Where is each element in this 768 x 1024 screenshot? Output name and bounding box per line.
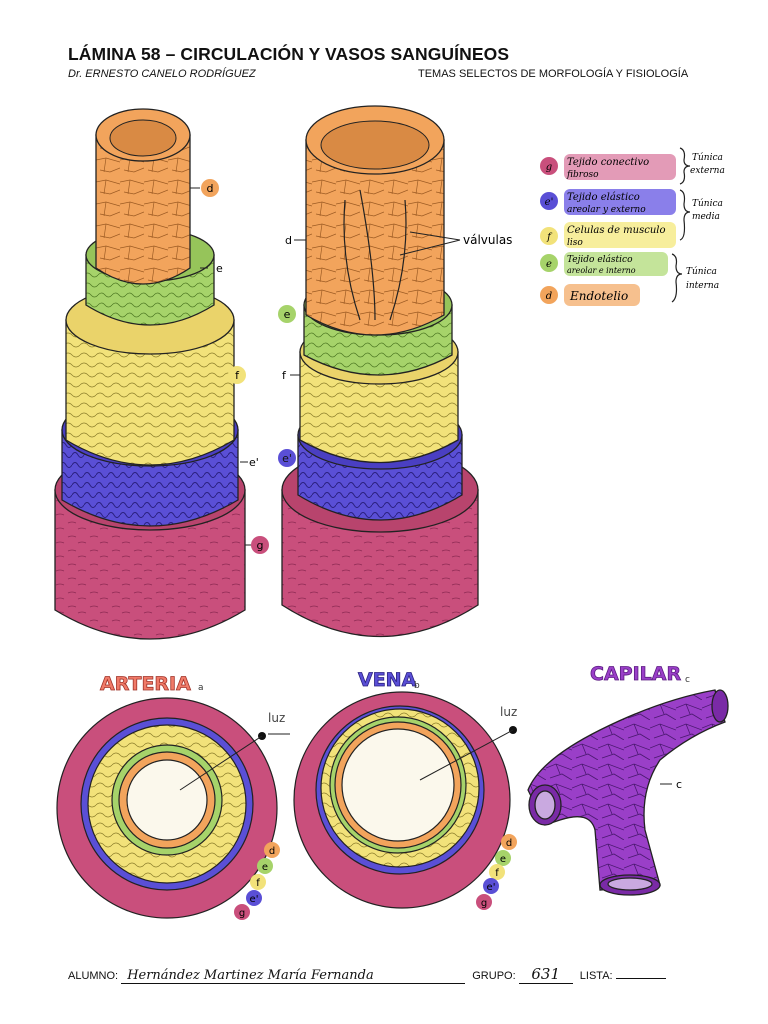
artery-cs-labels: luz d e f e' g xyxy=(179,711,290,920)
label-d-vein-cs: d xyxy=(506,838,512,849)
legend-text-e-2: areolar e interno xyxy=(567,266,636,275)
label-luz-artery: luz xyxy=(268,711,285,725)
label-luz-vein: luz xyxy=(500,705,517,719)
tunica-media-1: Túnica xyxy=(692,198,723,209)
label-e-artery-cs: e xyxy=(262,862,268,873)
tunica-externa-1: Túnica xyxy=(692,152,723,163)
label-g-artery: g xyxy=(257,539,264,552)
artery-cross-section xyxy=(56,697,278,919)
vein-layer-d xyxy=(305,139,445,336)
legend-key-g: g xyxy=(546,162,552,173)
vein-cross-section xyxy=(293,691,511,909)
legend-text-d-1: Endotelio xyxy=(569,289,628,303)
legend-text-f-1: Celulas de musculo xyxy=(567,225,666,236)
vein-cs-labels: luz d e f e' g xyxy=(419,705,517,910)
artery-longitudinal xyxy=(54,108,246,640)
artery-layer-f xyxy=(65,319,235,466)
legend-text-e-1: Tejido elástico xyxy=(567,254,633,265)
label-e-vein-cs: e xyxy=(500,854,506,865)
tunica-interna-1: Túnica xyxy=(686,266,717,277)
artery-lumen-top xyxy=(109,119,177,157)
label-c: c xyxy=(676,778,682,791)
page-title: LÁMINA 58 – CIRCULACIÓN Y VASOS SANGUÍNE… xyxy=(68,44,510,64)
capillary-label: c xyxy=(660,778,682,791)
artery-labels: d e f e' g xyxy=(190,179,269,554)
label-e-prime-vein-cs: e' xyxy=(487,882,496,893)
title-capilar: CAPILAR xyxy=(590,663,681,685)
label-d-artery: d xyxy=(207,182,214,195)
alumno-label: ALUMNO: xyxy=(68,970,119,982)
tunica-interna-2: interna xyxy=(686,281,719,291)
capillary xyxy=(527,689,729,896)
grupo-field[interactable]: 631 xyxy=(518,965,573,984)
legend-text-f-2: liso xyxy=(567,238,583,248)
legend-item-e: e Tejido elástico areolar e interno xyxy=(540,252,668,276)
label-f-vein: f xyxy=(282,369,287,382)
section-titles: ARTERIA a VENA b CAPILAR c xyxy=(100,663,690,696)
capillary-opening-left-inner xyxy=(534,790,556,820)
capillary-opening-bottom-inner xyxy=(607,877,653,891)
artery-cs-lumen xyxy=(126,759,208,841)
label-f-artery-cs: f xyxy=(256,878,260,889)
artery-layer-g xyxy=(54,489,246,640)
tunica-media-2: media xyxy=(692,212,720,222)
lista-field[interactable] xyxy=(615,978,666,979)
label-d-vein: d xyxy=(285,234,292,247)
legend-key-e: e xyxy=(546,259,552,270)
capillary-tube xyxy=(527,689,726,891)
capillary-opening-right xyxy=(711,689,729,723)
course-name: TEMAS SELECTOS DE MORFOLOGÍA Y FISIOLOGÍ… xyxy=(418,68,689,80)
vein-longitudinal xyxy=(281,105,479,638)
label-f-vein-cs: f xyxy=(495,868,499,879)
grupo-label: GRUPO: xyxy=(472,970,516,982)
legend-key-e-prime: e' xyxy=(545,197,554,208)
label-e-vein: e xyxy=(284,308,291,321)
legend: g Tejido conectivo fibroso e' Tejido elá… xyxy=(540,147,725,306)
title-arteria: ARTERIA xyxy=(100,673,191,695)
label-e-artery: e xyxy=(216,262,223,275)
alumno-field[interactable]: Hernández Martinez María Fernanda xyxy=(121,968,466,984)
legend-item-g: g Tejido conectivo fibroso xyxy=(540,154,676,180)
legend-key-f: f xyxy=(546,232,553,243)
label-e-prime-vein: e' xyxy=(282,452,292,465)
legend-item-f: f Celulas de musculo liso xyxy=(540,222,676,248)
vein-valves xyxy=(343,189,407,321)
title-vena: VENA xyxy=(358,669,417,691)
lista-label: LISTA: xyxy=(579,970,613,982)
label-g-artery-cs: g xyxy=(239,908,245,919)
legend-text-e-prime-1: Tejido elástico xyxy=(567,192,640,203)
label-e-prime-artery-cs: e' xyxy=(250,894,259,905)
title-vena-sub: b xyxy=(414,681,420,691)
tunica-externa-2: externa xyxy=(690,166,725,176)
title-arteria-sub: a xyxy=(198,683,204,693)
footer: ALUMNO: Hernández Martinez María Fernand… xyxy=(68,965,666,984)
label-d-artery-cs: d xyxy=(269,846,275,857)
legend-item-e-prime: e' Tejido elástico areolar y externo xyxy=(540,189,676,215)
vein-labels: d e f e' válvulas xyxy=(278,231,512,467)
vein-cs-lumen xyxy=(341,728,455,842)
author-name: Dr. ERNESTO CANELO RODRÍGUEZ xyxy=(68,68,256,80)
legend-text-g-2: fibroso xyxy=(566,170,599,180)
label-g-vein-cs: g xyxy=(481,898,487,909)
artery-layer-d xyxy=(95,134,191,285)
legend-item-d: d Endotelio xyxy=(540,284,640,306)
label-e-prime-artery: e' xyxy=(249,456,259,469)
title-capilar-sub: c xyxy=(685,675,690,685)
legend-text-e-prime-2: areolar y externo xyxy=(567,205,646,215)
label-f-artery: f xyxy=(235,369,240,382)
vein-lumen-top xyxy=(320,120,430,170)
legend-key-d: d xyxy=(546,291,552,302)
label-valvulas: válvulas xyxy=(463,233,512,247)
legend-text-g-1: Tejido conectivo xyxy=(567,157,649,168)
